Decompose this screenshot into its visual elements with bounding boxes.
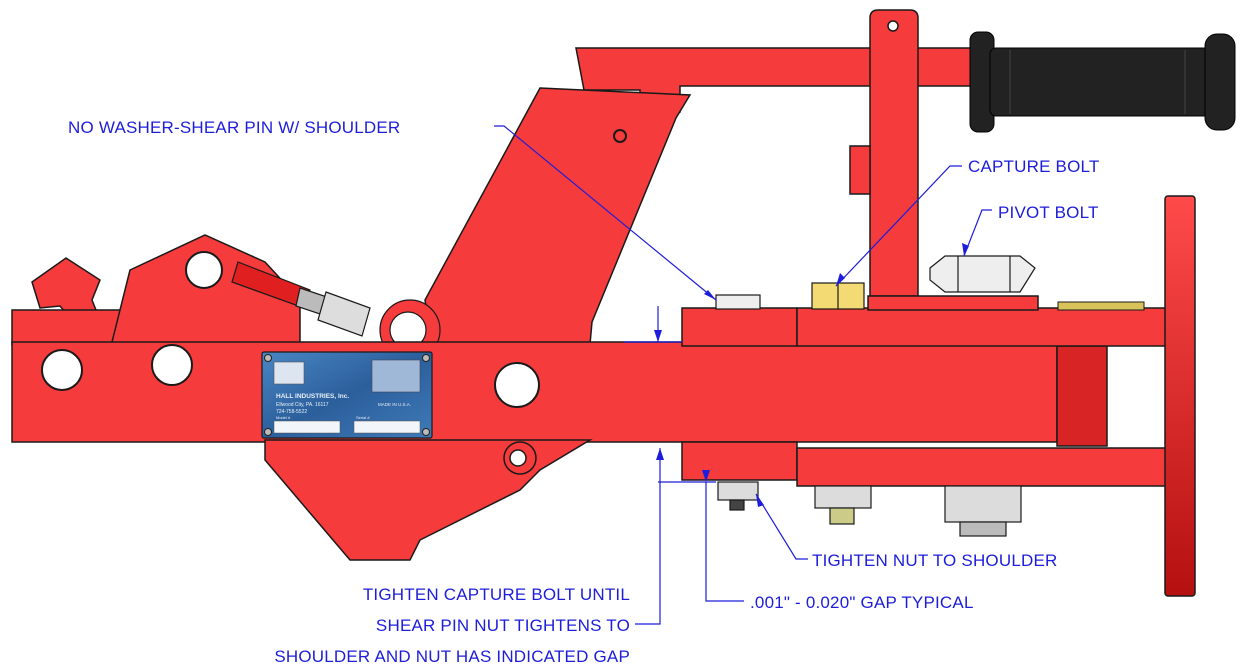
callout-tighten-capture-line1: TIGHTEN CAPTURE BOLT UNTIL <box>363 585 630 604</box>
nameplate-address: Ellwood City, PA. 16117 <box>276 402 329 408</box>
pivot-bolt-head <box>929 255 1036 293</box>
flag-emblem-icon <box>371 359 421 393</box>
tube-holes <box>41 344 540 408</box>
capture-bolt-head <box>811 282 865 310</box>
brass-plate <box>1057 301 1145 311</box>
callout-tighten-capture-line3: SHOULDER AND NUT HAS INDICATED GAP <box>274 647 630 666</box>
handle-grip <box>969 31 1236 133</box>
nameplate-serial-label: Serial # <box>356 415 370 420</box>
leader-gap-typical <box>705 482 744 602</box>
callout-tighten-nut: TIGHTEN NUT TO SHOULDER <box>812 551 1057 570</box>
leader-lines <box>494 125 992 625</box>
callout-tighten-capture-line2: SHEAR PIN NUT TIGHTENS TO <box>376 616 630 635</box>
leader-tighten-capture <box>635 448 661 625</box>
nameplate-model-label: Model # <box>276 415 291 420</box>
bottom-nuts <box>717 481 1022 537</box>
leader-capture-bolt <box>835 165 962 287</box>
left-hook <box>11 234 301 351</box>
leader-tighten-nut <box>755 493 808 560</box>
callout-pivot-bolt: PIVOT BOLT <box>998 203 1099 222</box>
leader-pivot-bolt <box>963 209 992 257</box>
leader-no-washer <box>494 125 717 301</box>
nameplate: HALL INDUSTRIES, Inc. Ellwood City, PA. … <box>261 351 433 439</box>
shear-pin-head <box>715 294 761 310</box>
company-logo <box>273 361 305 385</box>
handle-post <box>849 9 919 297</box>
callout-capture-bolt: CAPTURE BOLT <box>968 157 1100 176</box>
callout-gap-typical: .001" - 0.020" GAP TYPICAL <box>750 593 974 612</box>
leader-arrowheads <box>654 243 969 507</box>
nameplate-made-in: MADE IN U.S.A. <box>378 402 411 407</box>
nameplate-company: HALL INDUSTRIES, Inc. <box>276 393 349 400</box>
model-field <box>273 420 341 434</box>
nameplate-phone: 724-758-5522 <box>276 409 307 415</box>
serial-field <box>353 420 421 434</box>
callout-no-washer: NO WASHER-SHEAR PIN W/ SHOULDER <box>68 118 400 137</box>
end-flange <box>1164 195 1196 597</box>
